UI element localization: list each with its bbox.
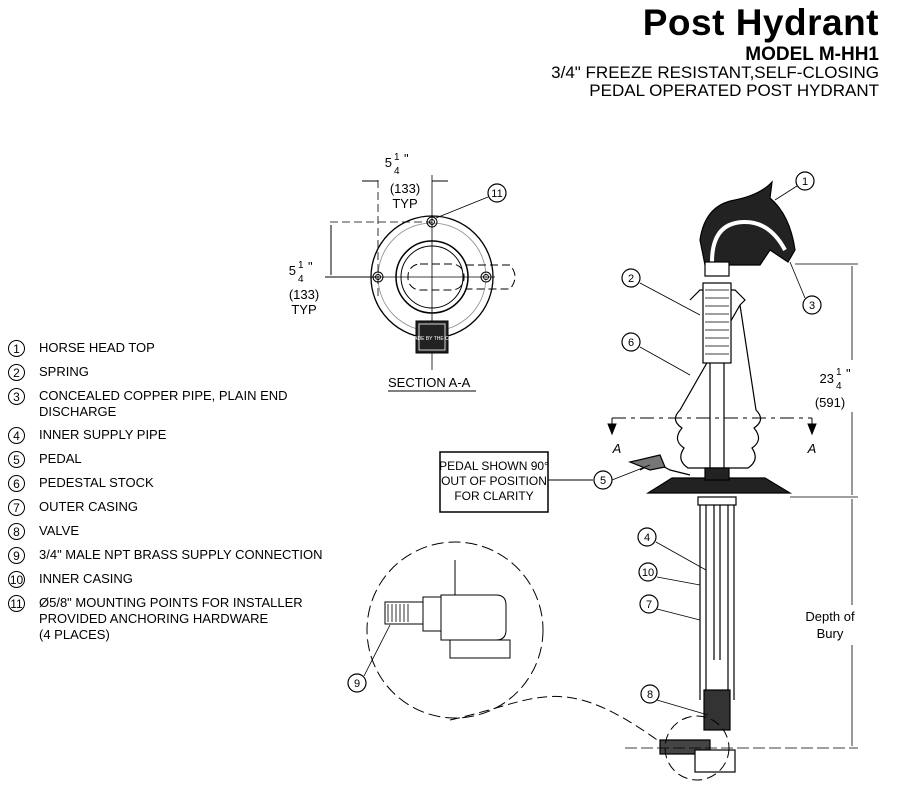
subtitle-line-2: PEDAL OPERATED POST HYDRANT [589,81,879,100]
callout-bubble [639,594,659,614]
callout-number: 5 [600,475,606,487]
parts-legend: 1 HORSE HEAD TOP 2 SPRING 3 CONCEALED COPPER … [8,340,322,650]
callout-bubble [802,295,822,315]
callout-number: 5 [8,451,25,468]
dim-left-typ: TYP [291,302,316,317]
legend-label: 3/4" MALE NPT BRASS SUPPLY CONNECTION [39,547,323,562]
legend-item: 9 3/4" MALE NPT BRASS SUPPLY CONNECTION [8,547,322,564]
legend-label: PEDESTAL STOCK [39,475,154,490]
pedal-note-line-2: OUT OF POSITION [441,474,547,488]
inch-mark: " [308,259,313,274]
dim-left-whole: 5 [289,263,296,278]
supply-connection-detail [366,541,730,781]
dim-left-num: 1 [298,260,304,271]
section-label: SECTION A-A [388,375,471,390]
callout-number: 7 [646,599,652,611]
legend-item: 7 OUTER CASING [8,499,322,516]
hydrant-elevation [628,180,796,773]
height-num: 1 [836,367,842,378]
inch-mark: " [846,366,851,381]
legend-item: 10 INNER CASING [8,571,322,588]
dim-top-whole: 5 [385,155,392,170]
dim-top-den: 4 [394,166,400,177]
callout-number: 1 [802,176,808,188]
legend-item: 8 VALVE [8,523,322,540]
legend-item: 6 PEDESTAL STOCK [8,475,322,492]
data-plate: MADE BY THE CO. [410,336,454,342]
depth-label-2: Bury [817,626,844,641]
legend-label: CONCEALED COPPER PIPE, PLAIN END DISCHAR… [39,388,288,419]
legend-item: 11 Ø5/8" MOUNTING POINTS FOR INSTALLER PR… [8,595,322,643]
dim-top-typ: TYP [392,196,417,211]
dim-left-den: 4 [298,274,304,285]
callout-number: 10 [642,567,654,579]
callout-bubble [637,527,657,547]
dim-top-mm: (133) [390,181,420,196]
callout-number: 2 [628,273,634,285]
callout-number: 4 [644,532,650,544]
height-den: 4 [836,381,842,392]
callout-bubble [621,268,641,288]
callout-number: 1 [8,340,25,357]
legend-label: Ø5/8" MOUNTING POINTS FOR INSTALLER PROV… [39,595,303,642]
section-a-a-view: MADE BY THE CO. [325,175,516,370]
callout-number: 8 [647,689,653,701]
callout-bubble [795,171,815,191]
callout-bubble [347,673,367,693]
legend-label: PEDAL [39,451,82,466]
callout-number: 11 [491,188,502,200]
callout-number: 2 [8,364,25,381]
model-number: MODEL M-HH1 [745,44,879,65]
callout-number: 10 [8,571,25,588]
legend-label: HORSE HEAD TOP [39,340,155,355]
callout-number: 4 [8,427,25,444]
pedal-note-line-1: PEDAL SHOWN 90° [439,459,549,473]
callout-number: 11 [8,595,25,612]
pedal-note-line-3: FOR CLARITY [454,489,533,503]
pedal-note: PEDAL SHOWN 90° OUT OF POSITION FOR CLAR… [439,451,593,513]
page-title: Post Hydrant [642,2,879,43]
callout-bubble [487,183,507,203]
legend-label: INNER SUPPLY PIPE [39,427,167,442]
callout-bubble [621,332,641,352]
callout-number: 7 [8,499,25,516]
callout-number: 6 [8,475,25,492]
legend-label: INNER CASING [39,571,133,586]
section-cut-line: A A [607,417,817,456]
legend-item: 5 PEDAL [8,451,322,468]
callout-number: 3 [8,388,25,405]
depth-label-1: Depth of [805,609,855,624]
callout-number: 6 [628,337,634,349]
callout-bubble [593,470,613,490]
section-mark-left: A [612,441,622,456]
dim-top-num: 1 [394,152,400,163]
subtitle-line-1: 3/4" FREEZE RESISTANT,SELF-CLOSING [551,63,879,82]
legend-label: SPRING [39,364,89,379]
callout-number: 8 [8,523,25,540]
legend-item: 1 HORSE HEAD TOP [8,340,322,357]
legend-label: VALVE [39,523,79,538]
legend-item: 2 SPRING [8,364,322,381]
callout-number: 9 [354,678,360,690]
callout-bubble [638,562,658,582]
dim-left-mm: (133) [289,287,319,302]
section-mark-right: A [807,441,817,456]
dimension-lines [625,263,858,749]
legend-item: 3 CONCEALED COPPER PIPE, PLAIN END DISCHA… [8,388,322,420]
legend-item: 4 INNER SUPPLY PIPE [8,427,322,444]
callout-number: 9 [8,547,25,564]
inch-mark: " [404,151,409,166]
height-mm: (591) [815,395,845,410]
callout-bubble [640,684,660,704]
callout-number: 3 [809,300,815,312]
legend-label: OUTER CASING [39,499,138,514]
height-whole: 23 [820,371,834,386]
